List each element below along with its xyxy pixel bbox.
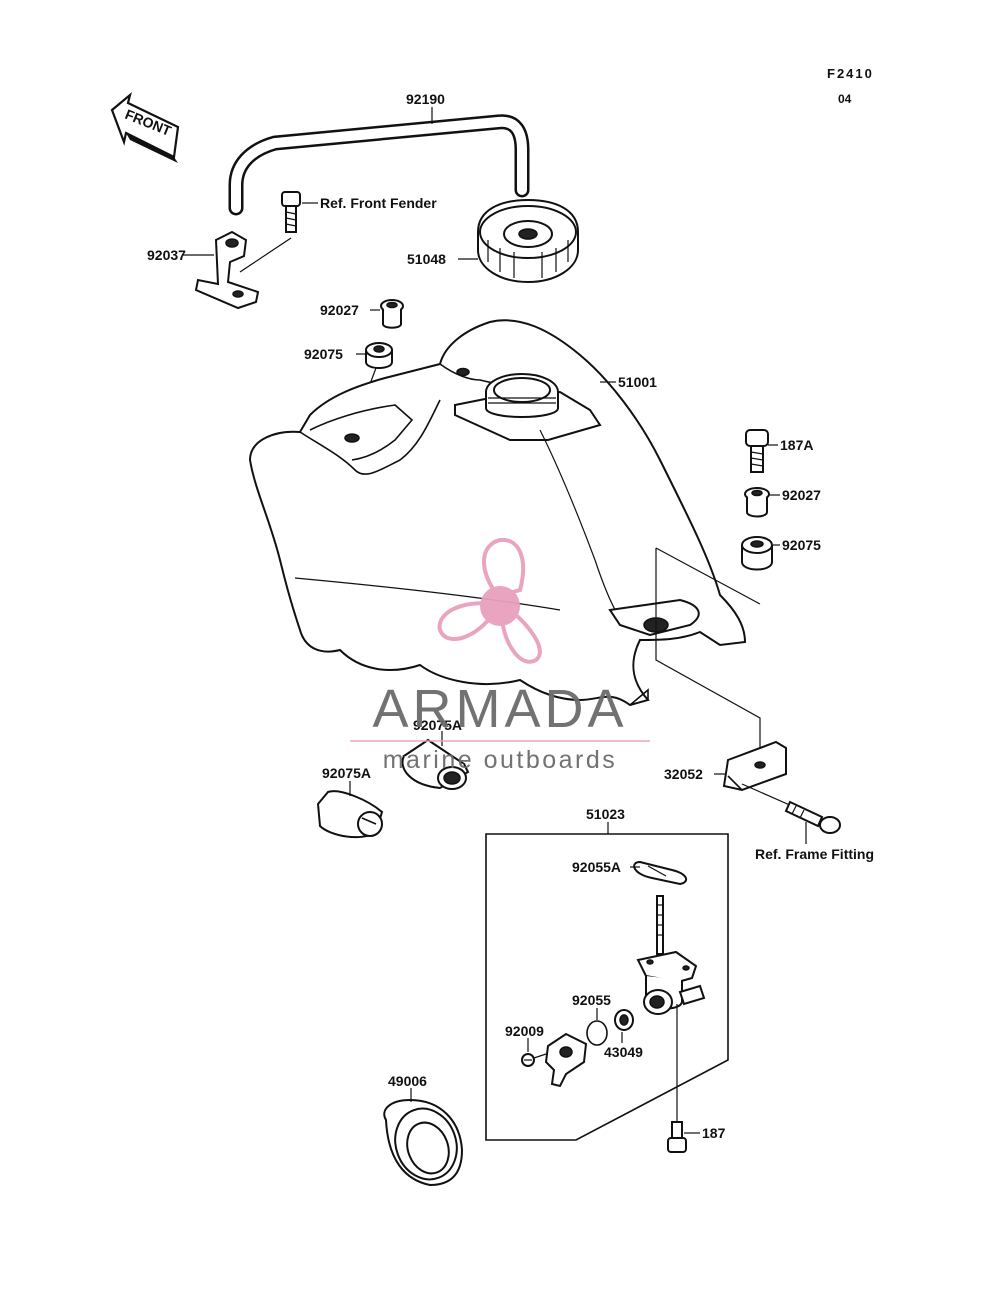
label-collar-top: 92027 [320, 302, 359, 318]
label-bracket-right: 32052 [664, 766, 703, 782]
lever-plate-part [544, 1032, 588, 1088]
oring-part [586, 1020, 608, 1046]
label-damper-top: 92075 [304, 346, 343, 362]
label-frame-ref: Ref. Frame Fitting [755, 846, 874, 862]
fender-bolt-part [281, 191, 301, 233]
label-filter: 43049 [604, 1044, 643, 1060]
armada-watermark: ARMADA marine outboards [350, 537, 650, 774]
watermark-brand: ARMADA [372, 679, 627, 739]
screw-part [521, 1053, 547, 1067]
filter-part [614, 1009, 634, 1031]
label-collar-right: 92027 [782, 487, 821, 503]
fuel-tap-assy-box [485, 833, 729, 1141]
label-oring: 92055 [572, 992, 611, 1008]
label-bolt-right: 187A [780, 437, 813, 453]
right-collar-part [744, 487, 770, 518]
fuel-cap-part [477, 198, 579, 284]
label-fuel-tap-assy: 51023 [586, 806, 625, 822]
propeller-logo-icon [437, 537, 542, 664]
label-fender-ref: Ref. Front Fender [320, 195, 437, 211]
gasket-part [633, 860, 688, 886]
bolt-187a-part [745, 429, 769, 473]
front-arrow-icon: FRONT [110, 91, 180, 163]
left-bracket-part [194, 230, 260, 310]
damper-92075a-mid-part [401, 738, 470, 790]
hose-part [228, 114, 530, 216]
label-damper-left: 92075A [322, 765, 371, 781]
label-bolt-bottom: 187 [702, 1125, 726, 1141]
bolt-187-part [667, 1121, 687, 1153]
damper-92075a-left-part [316, 790, 384, 839]
label-tank: 51001 [618, 374, 657, 390]
label-screw: 92009 [505, 1023, 544, 1039]
label-hose: 92190 [406, 91, 445, 107]
right-damper-part [741, 536, 773, 571]
watermark-tagline: marine outboards [383, 746, 618, 774]
fuel-tap-part [636, 895, 706, 1015]
cap-seal-part [383, 1098, 464, 1187]
right-bracket-part [722, 740, 787, 792]
label-damper-mid: 92075A [413, 717, 462, 733]
frame-bolt-part [741, 783, 841, 834]
label-cap-seal: 49006 [388, 1073, 427, 1089]
top-collar-part [380, 299, 404, 329]
top-damper-part [365, 342, 393, 369]
diagram-revision: 04 [838, 92, 852, 106]
label-damper-right: 92075 [782, 537, 821, 553]
fuel-tank-part [248, 319, 747, 707]
label-bracket-left: 92037 [147, 247, 186, 263]
diagram-code: F2410 [827, 66, 874, 81]
label-cap: 51048 [407, 251, 446, 267]
label-gasket: 92055A [572, 859, 621, 875]
